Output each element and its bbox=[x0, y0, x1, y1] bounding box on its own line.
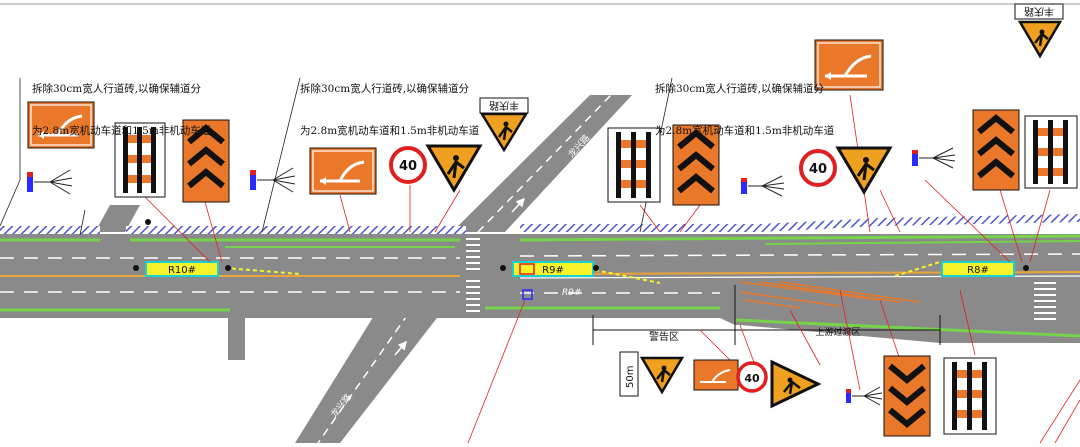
street-plate-2 bbox=[1014, 3, 1064, 20]
sidewalk-upper-left bbox=[0, 226, 100, 234]
work-zone-r10-label: R10# bbox=[168, 265, 196, 276]
sidewalk-upper-right bbox=[520, 214, 1080, 232]
note-3: 拆除30cm宽人行道砖,以确保辅道分 为2.8m宽机动车道和1.5m非机动车道 bbox=[655, 54, 834, 152]
warning-light-1 bbox=[27, 169, 73, 195]
warning-light-3 bbox=[741, 175, 785, 197]
note-1-line-2: 为2.8m宽机动车道和1.5m非机动车道 bbox=[32, 125, 212, 137]
barrier-panel-3 bbox=[1024, 115, 1078, 189]
detour-sign-2 bbox=[309, 147, 377, 195]
detour-sign-3 bbox=[814, 39, 884, 91]
zone-warning-label: 警告区 bbox=[649, 330, 679, 343]
detour-sign-4 bbox=[693, 359, 739, 391]
lower-road-centerline bbox=[317, 313, 409, 444]
warning-light-5 bbox=[846, 386, 883, 406]
chevron-sign-1 bbox=[182, 119, 230, 203]
barrier-panel-2 bbox=[607, 127, 661, 203]
zone-brackets bbox=[592, 285, 941, 345]
work-zone-r8 bbox=[941, 261, 1015, 277]
work-zone-r9-marker bbox=[519, 263, 535, 275]
lower-road-arrow bbox=[394, 340, 407, 356]
road-marking-text: R9# bbox=[562, 288, 582, 298]
note-3-line-2: 为2.8m宽机动车道和1.5m非机动车道 bbox=[655, 125, 835, 137]
zone-upstream-label: 上游过渡区 bbox=[815, 326, 860, 338]
cone-taper bbox=[224, 261, 941, 284]
roadworks-triangle-3 bbox=[479, 112, 529, 153]
work-zone-r9-label: R9# bbox=[542, 265, 564, 276]
chevron-sign-3 bbox=[972, 109, 1020, 191]
roadworks-triangle-5 bbox=[639, 356, 685, 395]
marker-square bbox=[522, 289, 533, 300]
lower-side-road bbox=[295, 314, 440, 443]
crosswalk-left bbox=[466, 238, 480, 312]
street-plate-2-text: 丰庆路 bbox=[1024, 5, 1054, 18]
warning-light-4 bbox=[912, 147, 956, 169]
bike-lane-line bbox=[734, 318, 1080, 338]
leader-lines bbox=[139, 94, 1080, 444]
sidewalk-upper-mid bbox=[126, 226, 466, 234]
road-lamps bbox=[133, 219, 1029, 271]
speed-limit-sign-2 bbox=[799, 149, 837, 187]
bike-lane-line bbox=[519, 234, 1080, 242]
speed-limit-value-1: 40 bbox=[399, 159, 417, 174]
distance-plate bbox=[619, 351, 639, 397]
speed-limit-sign-3 bbox=[736, 361, 768, 393]
crosswalk-right bbox=[1034, 282, 1056, 320]
detour-sign-1 bbox=[27, 101, 95, 149]
work-zone-r10 bbox=[145, 261, 219, 277]
left-side-road bbox=[95, 205, 140, 232]
note-2-line-1: 拆除30cm宽人行道砖,以确保辅道分 bbox=[300, 83, 470, 95]
distance-plate-text: 50m bbox=[625, 366, 636, 388]
chevron-sign-2 bbox=[672, 124, 720, 206]
barrier-panel-4 bbox=[943, 357, 997, 435]
street-plate-1 bbox=[479, 97, 529, 114]
warning-light-2 bbox=[250, 167, 296, 193]
speed-limit-value-2: 40 bbox=[809, 162, 827, 177]
barrier-panel-1 bbox=[114, 122, 166, 198]
work-zone-r9 bbox=[512, 261, 594, 277]
note-1: 拆除30cm宽人行道砖,以确保辅道分 为2.8m宽机动车道和1.5m非机动车道 bbox=[32, 54, 211, 152]
upper-road-arrow bbox=[511, 197, 526, 213]
upper-side-road bbox=[452, 95, 632, 232]
upper-road-centerline bbox=[477, 94, 612, 233]
note-2: 拆除30cm宽人行道砖,以确保辅道分 为2.8m宽机动车道和1.5m非机动车道 bbox=[300, 54, 479, 152]
roadworks-triangle-4 bbox=[1017, 20, 1063, 59]
speed-limit-value-3: 40 bbox=[744, 372, 760, 385]
upstream-taper-hatch bbox=[739, 281, 921, 309]
note-1-line-1: 拆除30cm宽人行道砖,以确保辅道分 bbox=[32, 83, 202, 95]
chevron-sign-4 bbox=[883, 355, 931, 437]
speed-limit-sign-1 bbox=[389, 146, 427, 184]
roadworks-triangle-1 bbox=[425, 144, 483, 193]
roadworks-triangle-6 bbox=[770, 359, 822, 409]
work-zone-r8-label: R8# bbox=[967, 265, 989, 276]
roadworks-triangle-2 bbox=[835, 146, 893, 195]
left-lower-stub bbox=[228, 318, 245, 360]
lane-dashes bbox=[0, 253, 1080, 294]
note-3-line-1: 拆除30cm宽人行道砖,以确保辅道分 bbox=[655, 83, 825, 95]
bike-lane-line bbox=[764, 240, 1080, 245]
street-plate-1-text: 丰庆路 bbox=[489, 99, 519, 112]
note-2-line-2: 为2.8m宽机动车道和1.5m非机动车道 bbox=[300, 125, 480, 137]
